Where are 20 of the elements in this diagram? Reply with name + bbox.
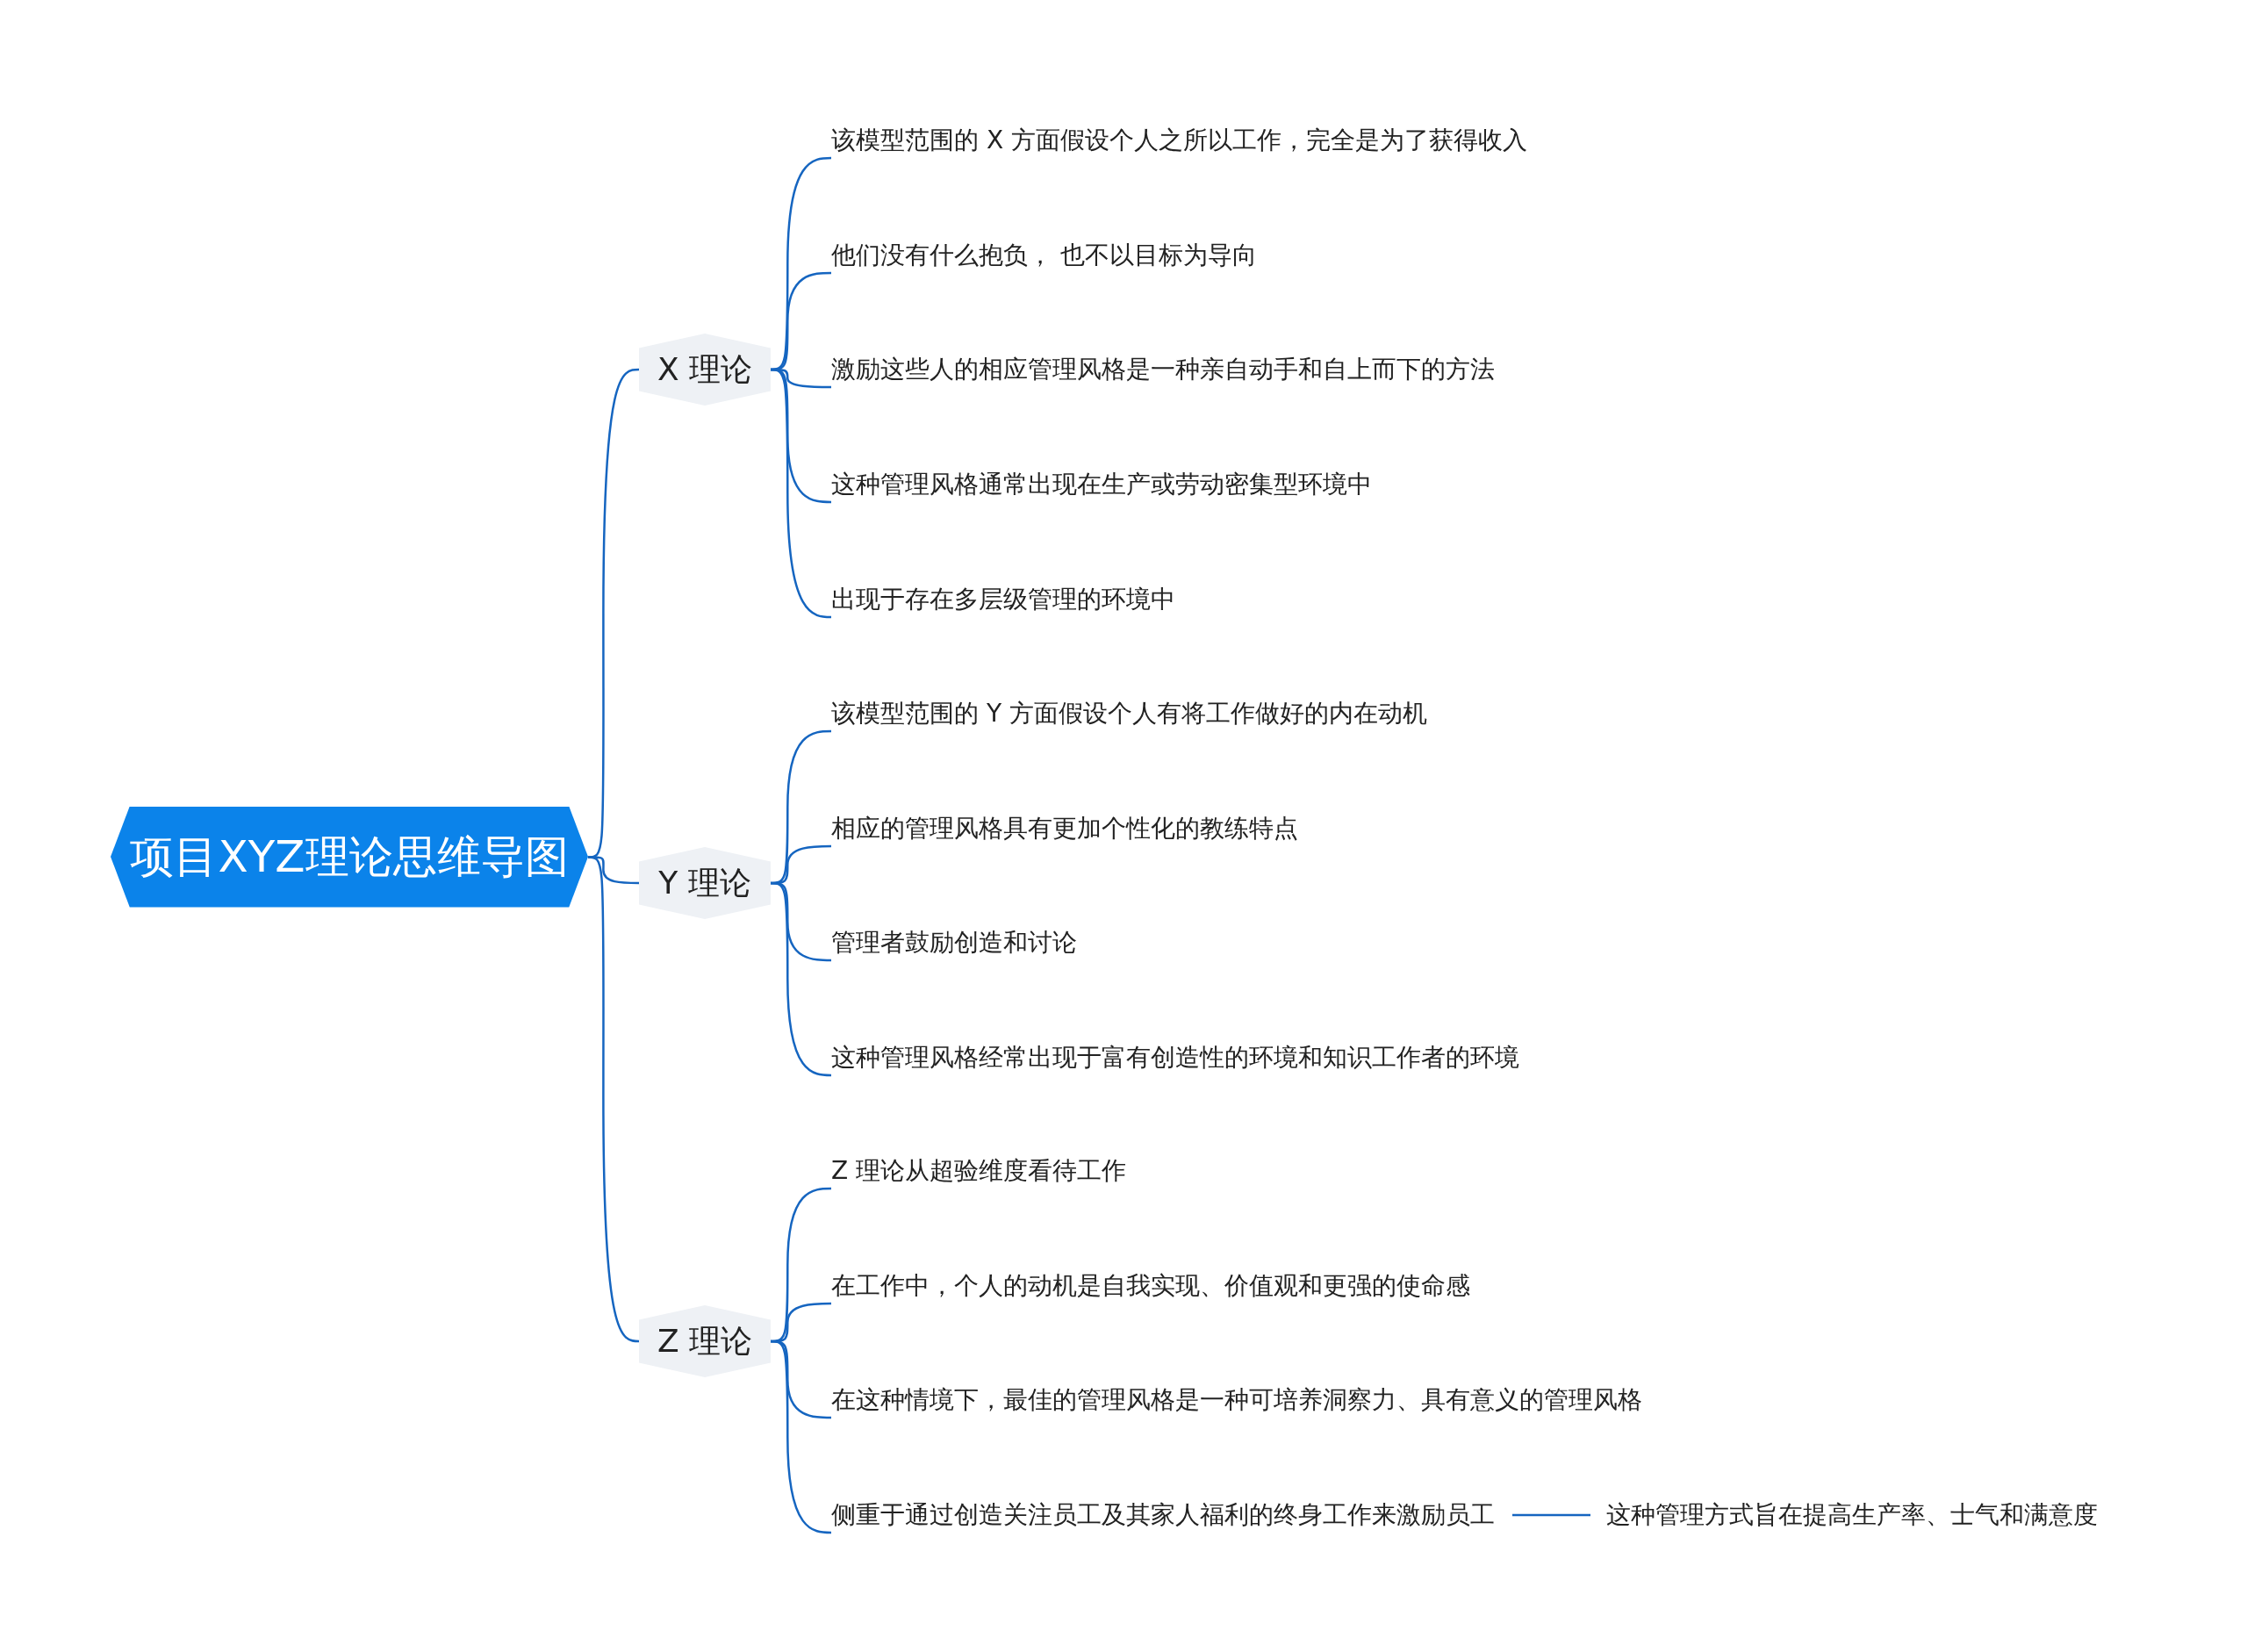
topic-text: 激励这些人的相应管理风格是一种亲自动手和自上而下的方法 (831, 350, 1495, 389)
topic-text: 侧重于通过创造关注员工及其家人福利的终身工作来激励员工 (831, 1496, 1495, 1534)
topic-text: Z 理论从超验维度看待工作 (831, 1152, 1127, 1190)
topic-text: 在这种情境下，最佳的管理风格是一种可培养洞察力、具有意义的管理风格 (831, 1381, 1642, 1419)
topic-text: 他们没有什么抱负， 也不以目标为导向 (831, 236, 1257, 275)
central-topic: 项目XYZ理论思维导图 (111, 806, 588, 908)
topic-text: 该模型范围的 X 方面假设个人之所以工作，完全是为了获得收入 (831, 121, 1527, 160)
topic-text: 这种管理风格经常出现于富有创造性的环境和知识工作者的环境 (831, 1038, 1519, 1077)
topic-text: 该模型范围的 Y 方面假设个人有将工作做好的内在动机 (831, 694, 1427, 733)
topic-text: 这种管理方式旨在提高生产率、士气和满意度 (1606, 1496, 2098, 1534)
topic-text: 管理者鼓励创造和讨论 (831, 923, 1077, 962)
branch-topic: X 理论 (639, 334, 771, 406)
topic-text: 这种管理风格通常出现在生产或劳动密集型环境中 (831, 465, 1372, 504)
connector (587, 856, 640, 1343)
branch-topic: Z 理论 (639, 1305, 771, 1377)
branch-topic: Y 理论 (639, 847, 771, 919)
topic-text: 相应的管理风格具有更加个性化的教练特点 (831, 809, 1298, 848)
topic-text: 出现于存在多层级管理的环境中 (831, 580, 1175, 619)
connector (1512, 1513, 1590, 1517)
topic-text: 在工作中，个人的动机是自我实现、价值观和更强的使命感 (831, 1267, 1470, 1305)
